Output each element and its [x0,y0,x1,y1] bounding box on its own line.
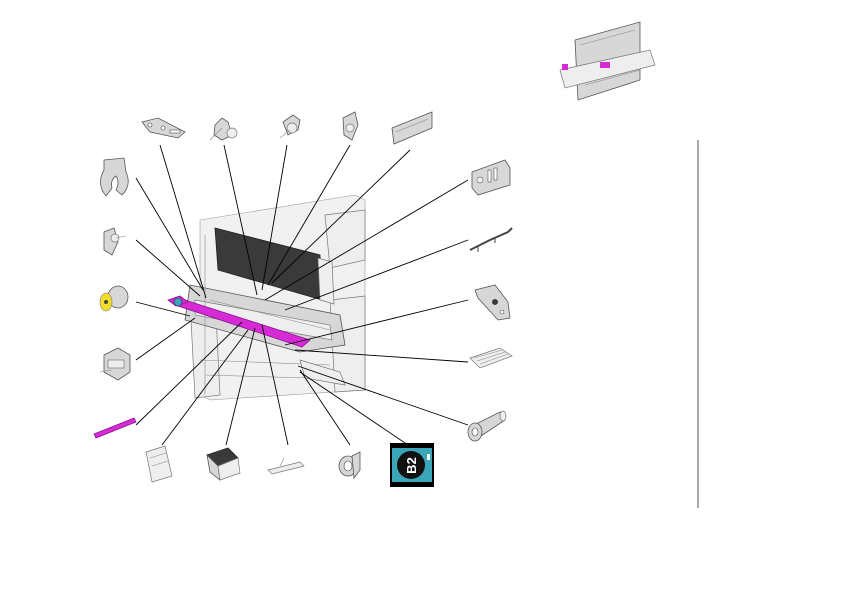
roller-holder-icon [338,451,361,480]
drive-shaft-icon [93,417,137,439]
callout-circle: B2 [397,451,425,479]
callout-badge-inner: B2 [392,448,432,482]
callout-badge-b2: B2 [390,443,434,487]
right-lock-plate-icon [474,284,511,321]
sensor-lever-a-icon [209,117,238,141]
wire-guide-icon [469,227,513,252]
leader-lines [135,144,469,446]
main-frame-assembly [184,194,366,401]
paper-feed-assembly-thumbnail [559,21,656,101]
flat-spring-icon [267,457,305,475]
bushing-icon [467,410,507,442]
top-guide-plate-icon [391,111,433,145]
paper-guide-film-icon [469,347,513,369]
sensor-lever-b-icon [279,114,301,139]
bracket-assembly-icon [99,347,131,381]
gear-motor-icon [99,285,129,312]
c-clip-icon [100,157,129,197]
callout-code: B2 [403,456,419,474]
left-lock-plate-icon [141,117,186,139]
label-sheet-icon [145,445,173,483]
highlight-shaft [167,295,311,348]
flag-lever-icon [103,227,127,256]
right-bracket-icon [471,159,511,196]
sensor-lever-c-icon [342,111,359,141]
pad-block-icon [206,447,241,481]
callout-mark [427,454,430,460]
